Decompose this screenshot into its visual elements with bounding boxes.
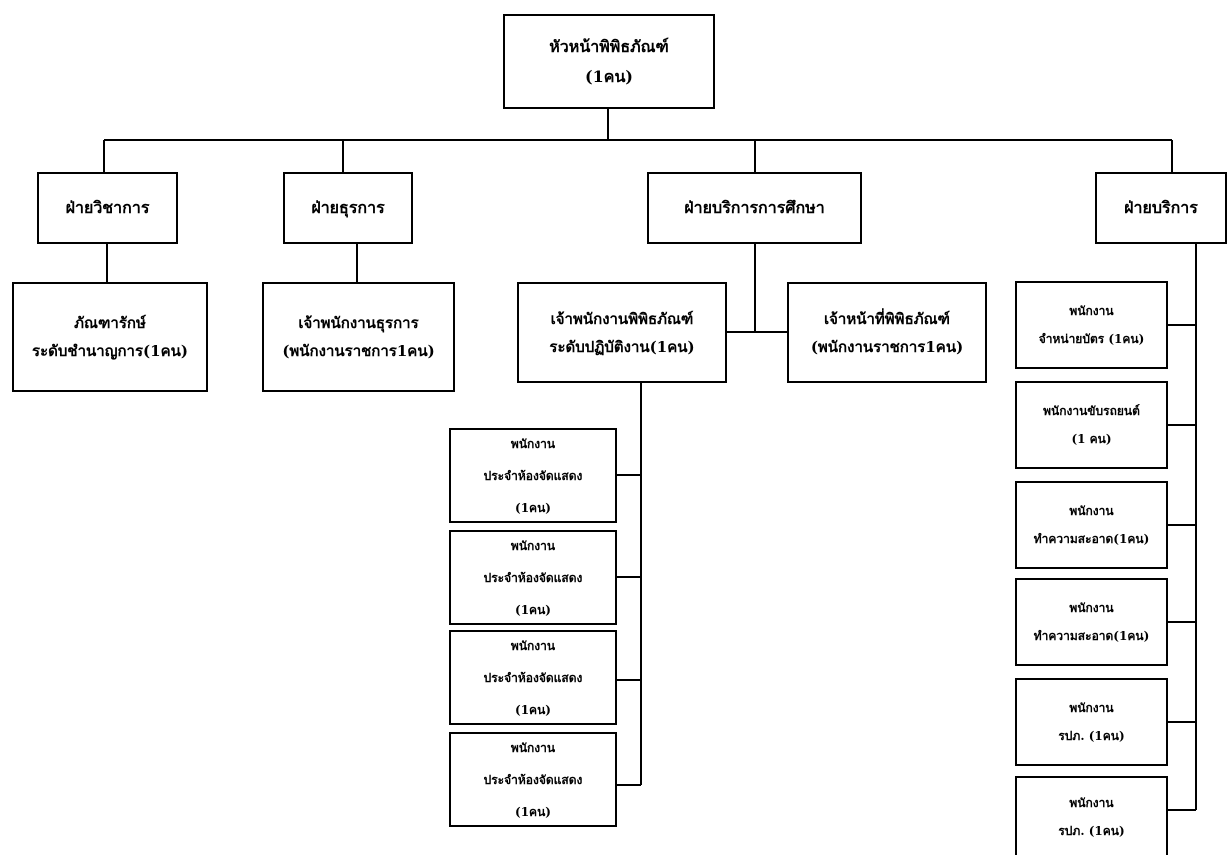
box-label: ประจำห้องจัดแสดง <box>483 772 583 787</box>
exhibit-staff-box: พนักงาน ประจำห้องจัดแสดง (1คน) <box>449 630 617 725</box>
box-label: เจ้าพนักงานธุรการ <box>298 314 419 332</box>
box-label: ทำความสะอาด(1คน) <box>1033 532 1150 546</box>
box-label: ระดับปฏิบัติงาน(1คน) <box>549 337 695 356</box>
box-label: (พนักงานราชการ1คน) <box>810 337 964 356</box>
admin-clerk-box: เจ้าพนักงานธุรการ (พนักงานราชการ1คน) <box>262 282 455 392</box>
box-label: (1คน) <box>515 804 551 819</box>
box-label: หัวหน้าพิพิธภัณฑ์ <box>549 36 669 56</box>
box-label: ประจำห้องจัดแสดง <box>483 570 583 585</box>
box-label: ระดับชำนาญการ(1คน) <box>32 342 188 360</box>
box-label: จำหน่ายบัตร (1คน) <box>1038 332 1145 346</box>
box-label: ภัณฑารักษ์ <box>74 314 146 332</box>
box-label: พนักงาน <box>510 436 556 451</box>
box-label: (1คน) <box>585 66 633 86</box>
box-label: ฝ่ายวิชาการ <box>65 198 150 217</box>
box-label: เจ้าพนักงานพิพิธภัณฑ์ <box>550 309 694 328</box>
box-label: รปภ. (1คน) <box>1058 729 1125 743</box>
box-label: ประจำห้องจัดแสดง <box>483 670 583 685</box>
box-label: พนักงาน <box>1069 701 1114 715</box>
driver-staff-box: พนักงานขับรถยนต์ (1 คน) <box>1015 381 1168 469</box>
box-label: พนักงาน <box>510 740 556 755</box>
cleaning-staff-box: พนักงาน ทำความสะอาด(1คน) <box>1015 481 1168 569</box>
box-label: ฝ่ายบริการ <box>1124 198 1198 217</box>
museum-head-box: หัวหน้าพิพิธภัณฑ์ (1คน) <box>503 14 715 109</box>
box-label: ฝ่ายบริการการศึกษา <box>684 198 825 217</box>
box-label: รปภ. (1คน) <box>1058 823 1125 838</box>
ticket-staff-box: พนักงาน จำหน่ายบัตร (1คน) <box>1015 281 1168 369</box>
box-label: เจ้าหน้าที่พิพิธภัณฑ์ <box>824 309 950 328</box>
academic-division-box: ฝ่ายวิชาการ <box>37 172 178 244</box>
exhibit-staff-box: พนักงาน ประจำห้องจัดแสดง (1คน) <box>449 428 617 523</box>
box-label: (1 คน) <box>1071 432 1112 446</box>
museum-officer-box: เจ้าพนักงานพิพิธภัณฑ์ ระดับปฏิบัติงาน(1ค… <box>517 282 727 383</box>
box-label: พนักงาน <box>1069 601 1114 615</box>
box-label: (1คน) <box>515 602 551 617</box>
exhibit-staff-box: พนักงาน ประจำห้องจัดแสดง (1คน) <box>449 732 617 827</box>
box-label: (1คน) <box>515 702 551 717</box>
box-label: (พนักงานราชการ1คน) <box>282 342 435 360</box>
box-label: ทำความสะอาด(1คน) <box>1033 629 1150 643</box>
box-label: พนักงาน <box>1069 304 1114 318</box>
admin-division-box: ฝ่ายธุรการ <box>283 172 413 244</box>
curator-box: ภัณฑารักษ์ ระดับชำนาญการ(1คน) <box>12 282 208 392</box>
security-staff-box: พนักงาน รปภ. (1คน) <box>1015 776 1168 855</box>
museum-staff-box: เจ้าหน้าที่พิพิธภัณฑ์ (พนักงานราชการ1คน) <box>787 282 987 383</box>
box-label: พนักงานขับรถยนต์ <box>1043 404 1140 418</box>
box-label: พนักงาน <box>510 638 556 653</box>
box-label: พนักงาน <box>1069 795 1114 810</box>
education-service-division-box: ฝ่ายบริการการศึกษา <box>647 172 862 244</box>
security-staff-box: พนักงาน รปภ. (1คน) <box>1015 678 1168 766</box>
box-label: พนักงาน <box>510 538 556 553</box>
box-label: พนักงาน <box>1069 504 1114 518</box>
box-label: ประจำห้องจัดแสดง <box>483 468 583 483</box>
exhibit-staff-box: พนักงาน ประจำห้องจัดแสดง (1คน) <box>449 530 617 625</box>
service-division-box: ฝ่ายบริการ <box>1095 172 1227 244</box>
box-label: (1คน) <box>515 500 551 515</box>
box-label: ฝ่ายธุรการ <box>311 198 385 217</box>
cleaning-staff-box: พนักงาน ทำความสะอาด(1คน) <box>1015 578 1168 666</box>
